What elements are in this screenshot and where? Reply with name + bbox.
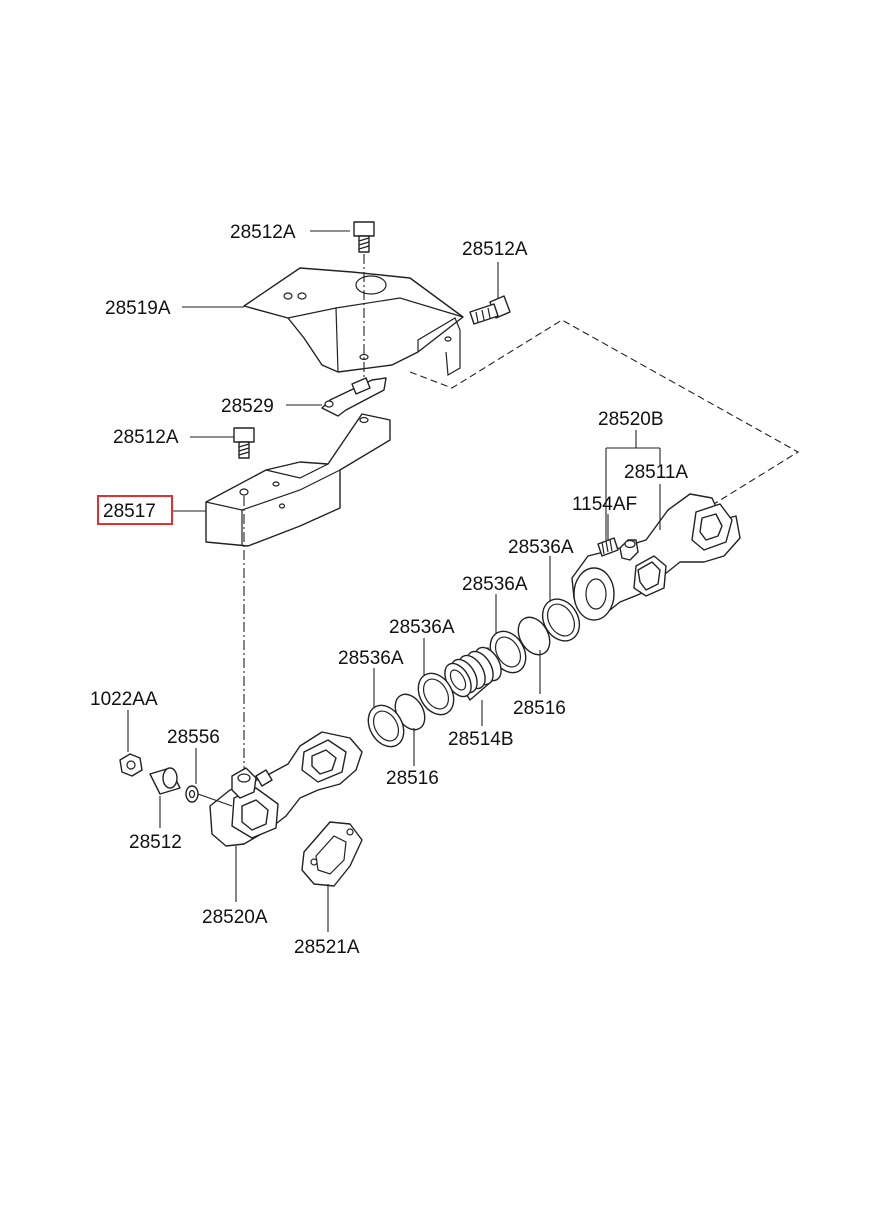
ring-28536a-2 [417,672,455,716]
label-28511a[interactable]: 28511A [624,462,688,483]
label-1154af[interactable]: 1154AF [572,494,637,515]
bolt-28512a-top [353,221,375,390]
ring-28536a-1 [367,704,405,748]
label-28514b[interactable]: 28514B [448,729,514,750]
stud-1154af [597,537,619,557]
washer-28556 [185,785,233,807]
label-28520b[interactable]: 28520B [598,409,664,430]
exhaust-manifold-28520b [571,493,741,621]
label-28536a-3[interactable]: 28536A [462,574,528,595]
label-28536a-2[interactable]: 28536A [389,617,455,638]
label-28536a-4[interactable]: 28536A [508,537,574,558]
ring-28536a-4 [541,598,581,642]
label-28517[interactable]: 28517 [103,501,156,522]
nut-1022aa [119,753,143,777]
exhaust-manifold-28520a [209,731,363,847]
bolt-28512a-right [469,295,511,325]
gasket-28521a [301,821,363,887]
label-28521a[interactable]: 28521A [294,937,360,958]
label-28529[interactable]: 28529 [221,396,274,417]
spacer-28512 [149,767,181,795]
label-28556[interactable]: 28556 [167,727,220,748]
bellows-28514b [444,646,502,701]
highlight-box-28517 [97,495,173,525]
heat-shield-28519a [243,267,464,376]
label-28519a[interactable]: 28519A [105,298,171,319]
label-28516-left[interactable]: 28516 [386,768,439,789]
dashed-assembly-frame [409,319,800,521]
label-28520a[interactable]: 28520A [202,907,268,928]
label-1022aa[interactable]: 1022AA [90,689,158,710]
bolt-28512a-middle [233,427,255,459]
label-28512a-middle[interactable]: 28512A [113,427,179,448]
label-28516-right[interactable]: 28516 [513,698,566,719]
bracket-28529 [321,377,387,417]
label-28536a-1[interactable]: 28536A [338,648,404,669]
label-28512a-top[interactable]: 28512A [230,222,296,243]
label-28512[interactable]: 28512 [129,832,182,853]
heat-protector-28517 [205,413,391,770]
label-28512a-right[interactable]: 28512A [462,239,528,260]
leader-lines [127,230,661,932]
